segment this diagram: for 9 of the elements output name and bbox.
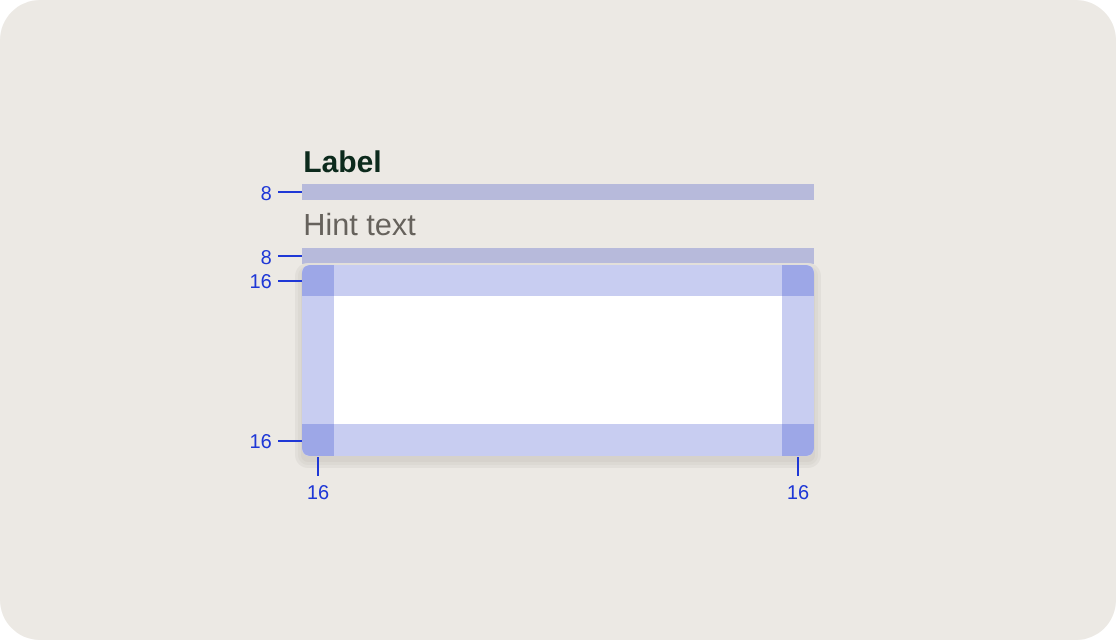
dimension-value: 16 (251, 434, 271, 449)
dimension-value: 16 (251, 274, 271, 289)
dimension-value: 8 (261, 186, 271, 201)
dimension-value: 8 (261, 250, 271, 265)
spacing-bar (302, 184, 814, 200)
hint-text: Hint text (305, 212, 416, 236)
input-field (295, 263, 821, 468)
field-label: Label (305, 150, 380, 173)
spacing-bar (302, 248, 814, 264)
